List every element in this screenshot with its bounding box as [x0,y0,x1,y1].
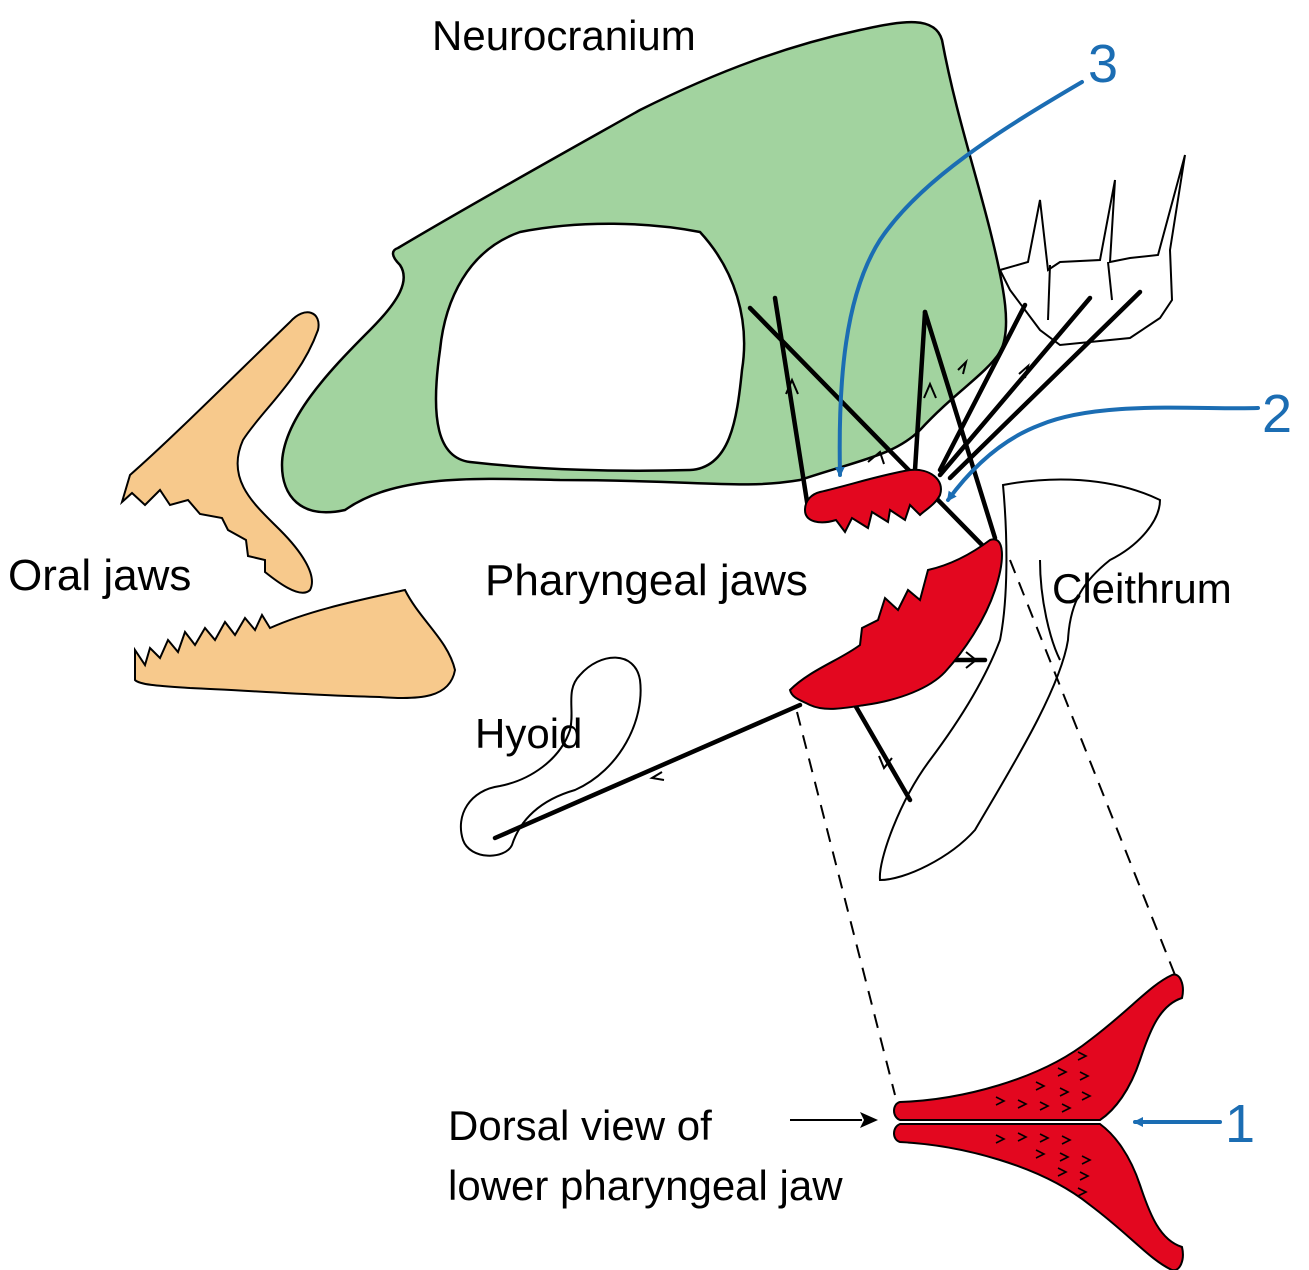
projection-lines [797,560,1175,1095]
label-dorsal-view-line2: lower pharyngeal jaw [448,1162,843,1209]
label-cleithrum: Cleithrum [1052,565,1232,612]
lower-oral-jaw [135,590,455,698]
label-dorsal-view-line1: Dorsal view of [448,1102,712,1149]
orbit [436,224,744,471]
label-neurocranium: Neurocranium [432,12,696,59]
lower-pharyngeal-jaw [790,539,1002,709]
callout-number-2: 2 [1262,384,1292,444]
label-oral-jaws: Oral jaws [8,551,191,600]
callout-number-1: 1 [1225,1094,1255,1154]
vertebrae [1000,155,1185,345]
pharyngeal-jaws [790,470,1002,709]
label-pharyngeal-jaws: Pharyngeal jaws [485,556,808,605]
callout-number-3: 3 [1088,34,1118,94]
dorsal-view-pointer [790,1112,878,1128]
label-hyoid: Hyoid [475,710,582,757]
upper-pharyngeal-jaw [805,470,941,532]
